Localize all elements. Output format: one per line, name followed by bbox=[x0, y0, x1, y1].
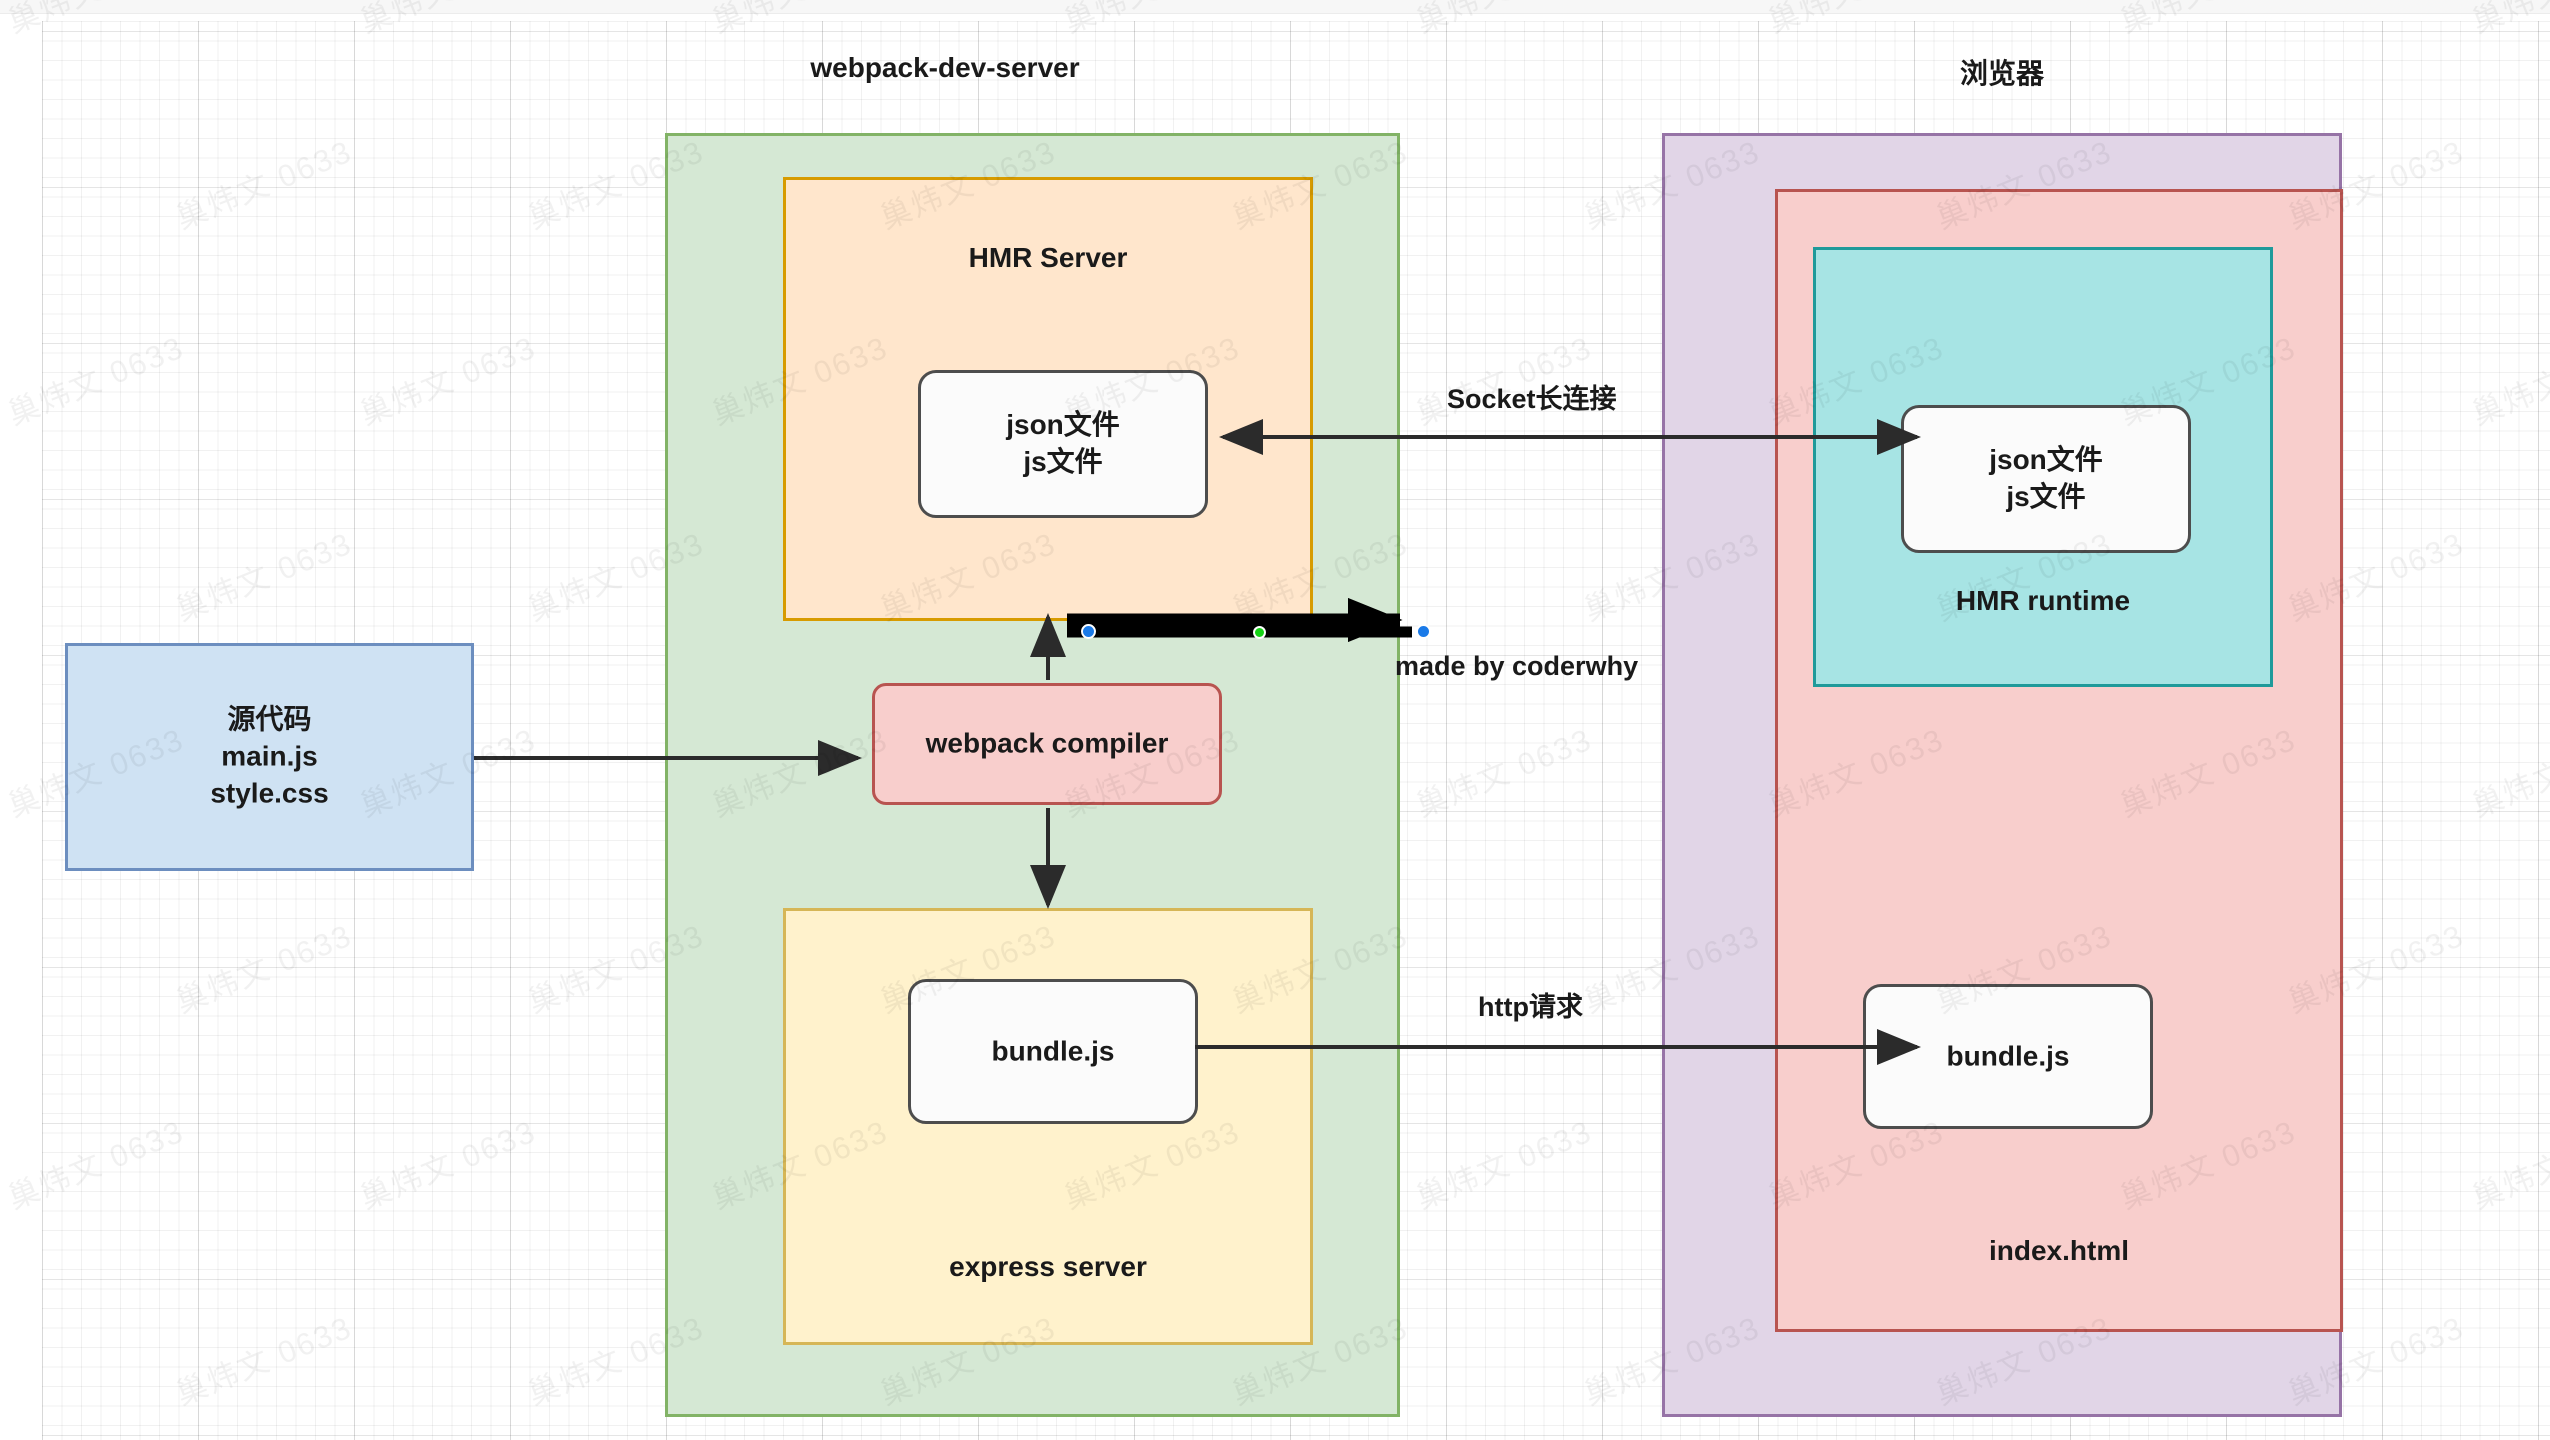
node-source-code[interactable]: 源代码 main.js style.css bbox=[65, 643, 474, 871]
node-source-code-label: 源代码 main.js style.css bbox=[210, 703, 329, 809]
window-top-strip bbox=[0, 0, 2550, 14]
container-index-html[interactable]: json文件 js文件 HMR runtime bundle.js index.… bbox=[1775, 189, 2343, 1332]
node-bundle-js-server-label: bundle.js bbox=[991, 1035, 1115, 1067]
node-bundle-js-server[interactable]: bundle.js bbox=[908, 979, 1198, 1124]
watermark-text: 巢炜文 0633 bbox=[0, 917, 6, 1020]
selection-handle-end[interactable] bbox=[1416, 624, 1431, 639]
annotation-made-by-coderwhy: made by coderwhy bbox=[1395, 651, 1639, 681]
node-hmr-runtime-files[interactable]: json文件 js文件 bbox=[1901, 405, 2191, 553]
node-bundle-js-browser-label: bundle.js bbox=[1946, 1040, 2070, 1072]
edge-label-socket: Socket长连接 bbox=[1447, 384, 1617, 414]
label-express-server: express server bbox=[949, 1251, 1147, 1282]
container-hmr-server[interactable]: HMR Server json文件 js文件 bbox=[783, 177, 1313, 621]
container-express-server[interactable]: bundle.js express server bbox=[783, 908, 1313, 1345]
title-browser: 浏览器 bbox=[1959, 58, 2044, 89]
label-hmr-runtime: HMR runtime bbox=[1955, 585, 2131, 616]
watermark-text: 巢炜文 0633 bbox=[0, 1309, 6, 1412]
edge-label-http: http请求 bbox=[1478, 992, 1583, 1022]
label-index-html: index.html bbox=[1988, 1235, 2129, 1266]
node-bundle-js-browser[interactable]: bundle.js bbox=[1863, 984, 2153, 1129]
node-webpack-compiler-label: webpack compiler bbox=[925, 727, 1169, 759]
selection-handle-start[interactable] bbox=[1081, 624, 1096, 639]
selection-handle-midpoint[interactable] bbox=[1253, 626, 1266, 639]
node-hmr-server-files-label: json文件 js文件 bbox=[1006, 409, 1120, 477]
watermark-text: 巢炜文 0633 bbox=[0, 525, 6, 628]
label-hmr-server: HMR Server bbox=[968, 242, 1128, 273]
node-hmr-runtime-files-label: json文件 js文件 bbox=[1989, 444, 2103, 512]
node-hmr-server-files[interactable]: json文件 js文件 bbox=[918, 370, 1208, 518]
title-webpack-dev-server: webpack-dev-server bbox=[810, 52, 1080, 83]
watermark-text: 巢炜文 0633 bbox=[0, 133, 6, 236]
container-hmr-runtime[interactable]: json文件 js文件 HMR runtime bbox=[1813, 247, 2273, 687]
node-webpack-compiler[interactable]: webpack compiler bbox=[872, 683, 1222, 805]
